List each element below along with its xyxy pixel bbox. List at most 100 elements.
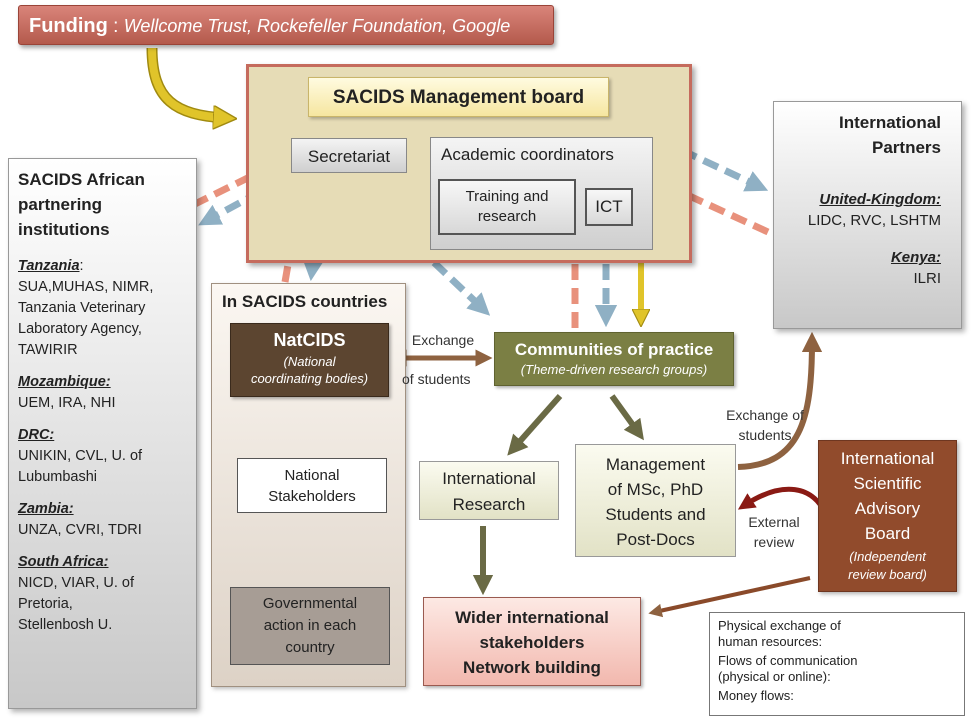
african-title-line: institutions: [18, 220, 110, 239]
institution-line: Tanzania Veterinary: [18, 300, 146, 316]
wider-line: Wider international: [455, 608, 609, 627]
legend-line: Flows of communication: [718, 653, 858, 668]
institution-line: Pretoria,: [18, 596, 73, 612]
comm-arrow-international-to-academic: [661, 182, 770, 236]
country-group-drc: DRC: UNIKIN, CVL, U. of Lubumbashi: [18, 425, 190, 488]
legend-physical: Physical exchange of human resources:: [718, 618, 964, 650]
national-line: Stakeholders: [268, 488, 356, 505]
exchange-students-label-left-2: of students: [402, 371, 471, 387]
advisory-line: Advisory: [854, 499, 921, 518]
country-group-zambia: Zambia: UNZA, CVRI, TDRI: [18, 499, 190, 541]
country-group-tanzania: Tanzania: SUA,MUHAS, NIMR, Tanzania Vete…: [18, 256, 190, 361]
institution-line: UNZA, CVRI, TDRI: [18, 522, 142, 538]
academic-coordinators-label: Academic coordinators: [441, 145, 614, 164]
legend-line: (physical or online):: [718, 669, 831, 684]
african-title-line: SACIDS African: [18, 170, 145, 189]
research-line: Research: [452, 495, 526, 514]
legend-line: Physical exchange of: [718, 618, 841, 633]
international-partners-panel: International Partners United-Kingdom: L…: [773, 101, 962, 329]
exchange-line: students: [738, 427, 792, 443]
wider-line: stakeholders: [479, 633, 585, 652]
communities-title: Communities of practice: [514, 340, 714, 359]
management-line: of MSc, PhD: [607, 480, 704, 499]
natcids-subtitle-line: (National: [283, 354, 336, 369]
institution-line: NICD, VIAR, U. of: [18, 575, 135, 591]
country-group-south-africa: South Africa: NICD, VIAR, U. of Pretoria…: [18, 552, 190, 636]
advisory-line: Scientific: [853, 474, 922, 493]
legend-money: Money flows:: [718, 688, 794, 703]
institution-line: Lubumbashi: [18, 469, 97, 485]
legend-communication: Flows of communication (physical or onli…: [718, 653, 964, 685]
institution-line: Laboratory Agency,: [18, 321, 142, 337]
institution-line: UNIKIN, CVL, U. of: [18, 448, 143, 464]
institution-line: LIDC, RVC, LSHTM: [807, 212, 941, 229]
governmental-line: country: [285, 639, 335, 656]
institution-line: UEM, IRA, NHI: [18, 395, 116, 411]
funding-label: Funding: [29, 15, 108, 37]
advisory-title: International Scientific Advisory Board: [819, 446, 956, 546]
training-research-box: Training and research: [438, 179, 576, 235]
management-board-title: SACIDS Management board: [308, 77, 609, 117]
training-line-2: research: [477, 208, 537, 225]
international-research-box: International Research: [419, 461, 559, 520]
advisory-board-box: International Scientific Advisory Board …: [818, 440, 957, 592]
management-line: Post-Docs: [616, 530, 695, 549]
african-partners-title: SACIDS African partnering institutions: [18, 167, 190, 242]
exchange-line: Exchange of: [726, 407, 804, 423]
external-review-label: External review: [742, 512, 806, 552]
advisory-line: International: [840, 449, 935, 468]
natcids-subtitle-line: coordinating bodies): [250, 371, 369, 386]
management-line: Students and: [605, 505, 706, 524]
country-group-mozambique: Mozambique: UEM, IRA, NHI: [18, 372, 190, 414]
national-stakeholders-box: National Stakeholders: [237, 458, 387, 513]
research-line: International: [442, 469, 536, 488]
management-line: Management: [605, 455, 706, 474]
country-name: Kenya:: [890, 249, 941, 266]
funding-separator: :: [107, 16, 124, 37]
national-line: National: [284, 467, 340, 484]
arrow-advisory-to-wider: [648, 576, 811, 618]
natcids-subtitle: (National coordinating bodies): [231, 353, 388, 387]
exchange-students-label-left: Exchange: [408, 332, 478, 348]
review-line: External: [748, 514, 800, 530]
advisory-sub-line: review board): [848, 567, 927, 582]
arrow-communities-to-research: [507, 394, 563, 456]
exchange-students-label-right: Exchange of students: [724, 405, 806, 445]
institution-line: SUA,MUHAS, NIMR,: [18, 279, 154, 295]
communities-of-practice-box: Communities of practice (Theme-driven re…: [494, 332, 734, 386]
training-line-1: Training and: [465, 188, 549, 205]
institution-line: Stellenbosh U.: [18, 617, 113, 633]
communities-subtitle: (Theme-driven research groups): [520, 362, 708, 377]
governmental-line: Governmental: [262, 595, 358, 612]
wider-stakeholders-box: Wider international stakeholders Network…: [423, 597, 641, 686]
governmental-action-box: Governmental action in each country: [230, 587, 390, 665]
advisory-line: Board: [864, 524, 911, 543]
natcids-title: NatCIDS: [273, 330, 346, 350]
country-suffix: :: [79, 258, 84, 274]
advisory-subtitle: (Independent review board): [819, 548, 956, 584]
sacids-countries-title: In SACIDS countries: [222, 292, 388, 311]
institution-line: TAWIRIR: [18, 342, 78, 358]
intl-title-line: International: [838, 113, 941, 132]
arrow-communities-to-management: [609, 394, 644, 441]
advisory-sub-line: (Independent: [849, 549, 926, 564]
intl-title-line: Partners: [872, 138, 941, 157]
exchange-arrow-management-to-international: [737, 331, 823, 470]
ict-box: ICT: [585, 188, 633, 226]
funding-banner: Funding : Wellcome Trust, Rockefeller Fo…: [18, 5, 554, 45]
management-students-box: Management of MSc, PhD Students and Post…: [575, 444, 736, 557]
wider-line: Network building: [463, 658, 601, 677]
international-partners-title: International Partners: [782, 110, 941, 160]
country-name: United-Kingdom:: [819, 191, 941, 208]
funding-sponsors: Wellcome Trust, Rockefeller Foundation, …: [123, 16, 511, 36]
review-line: review: [753, 534, 795, 550]
african-title-line: partnering: [18, 195, 103, 214]
country-name: Tanzania: [18, 258, 80, 274]
comm-arrow-academic-to-international: [658, 136, 769, 192]
exchange-line: Exchange: [411, 332, 475, 348]
african-partners-panel: SACIDS African partnering institutions T…: [8, 158, 197, 709]
legend-line: human resources:: [718, 634, 823, 649]
legend-box: Physical exchange of human resources: Fl…: [709, 612, 965, 716]
secretariat-box: Secretariat: [291, 138, 407, 173]
country-name: Zambia:: [18, 501, 74, 517]
